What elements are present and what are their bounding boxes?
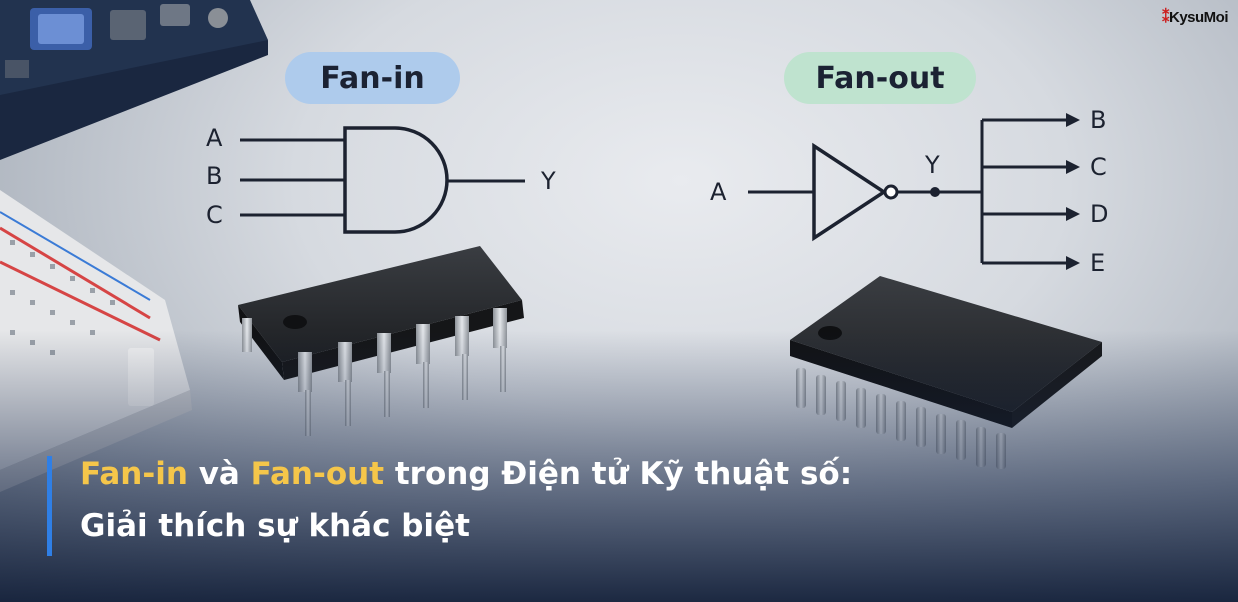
kysumoi-logo: ⁑KysuMoi [1161, 8, 1229, 26]
fan-out-label: Fan-out [784, 52, 976, 104]
fan-in-input-b: B [206, 162, 223, 190]
fan-out-output-c: C [1090, 153, 1107, 181]
fan-in-label: Fan-in [285, 52, 460, 104]
circuit-board [0, 0, 268, 160]
fan-out-not-gate-diagram [748, 113, 1080, 270]
fan-out-node-y: Y [925, 151, 940, 179]
caption-overlay [0, 330, 1238, 602]
logo-arrow-icon: ⁑ [1161, 9, 1170, 26]
fan-out-output-e: E [1090, 249, 1106, 277]
caption-fan-out: Fan-out [250, 456, 385, 492]
caption-accent-bar [47, 456, 52, 556]
fan-out-output-d: D [1090, 200, 1109, 228]
caption-and: và [187, 456, 251, 492]
fan-in-output-y: Y [541, 167, 556, 195]
caption-fan-in: Fan-in [80, 456, 188, 492]
caption-topic: trong Điện tử Kỹ thuật số: [384, 456, 853, 492]
fan-in-input-a: A [206, 124, 223, 152]
fan-out-input-a: A [710, 178, 727, 206]
fan-out-output-b: B [1090, 106, 1107, 134]
caption-title-line: Fan-in và Fan-out trong Điện tử Kỹ thuật… [80, 456, 852, 492]
fan-in-input-c: C [206, 201, 223, 229]
caption-subtitle-line: Giải thích sự khác biệt [80, 508, 470, 544]
logo-text: KysuMoi [1168, 9, 1229, 26]
fan-in-and-gate-diagram [240, 126, 525, 234]
